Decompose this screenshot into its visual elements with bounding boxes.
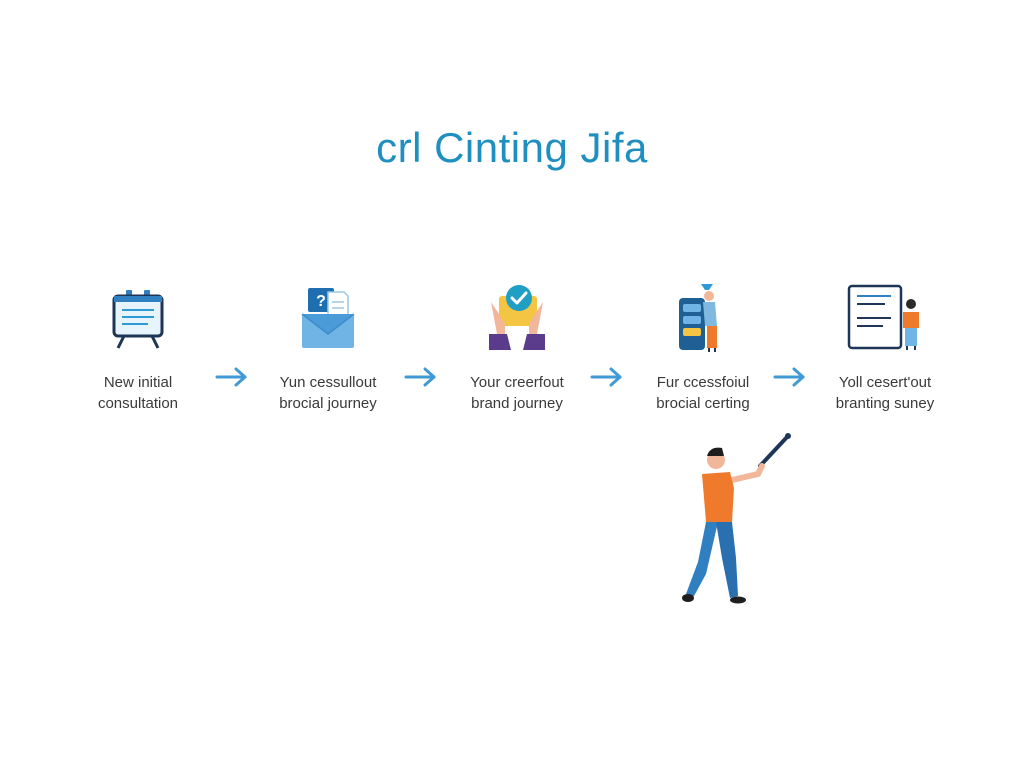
step-2-label: Yun cessullout brocial journey bbox=[258, 372, 398, 414]
step-3-label: Your creerfout brand journey bbox=[447, 372, 587, 414]
step-2-label-line-2: brocial journey bbox=[279, 395, 377, 412]
step-2-label-line-1: Yun cessullout bbox=[279, 374, 377, 391]
step-5-label-line-2: branting suney bbox=[835, 395, 935, 412]
phone-person-icon bbox=[633, 280, 773, 352]
step-4: Fur ccessfoiul brocial certing bbox=[633, 280, 773, 414]
document-person-icon bbox=[815, 280, 955, 352]
step-1-label-line-2: consultation bbox=[97, 395, 179, 412]
arrow-right-icon bbox=[773, 367, 805, 387]
envelope-question-icon: ? bbox=[258, 280, 398, 352]
arrow-right-icon bbox=[215, 367, 247, 387]
step-2: ? Yun cessullout brocial journey bbox=[258, 280, 398, 414]
hands-checkmark-icon bbox=[447, 280, 587, 352]
step-3: Your creerfout brand journey bbox=[447, 280, 587, 414]
person-pointing-illustration bbox=[682, 433, 791, 604]
step-3-label-line-1: Your creerfout bbox=[470, 374, 564, 391]
arrow-right-icon bbox=[404, 367, 436, 387]
step-3-label-line-2: brand journey bbox=[471, 395, 563, 412]
step-4-label: Fur ccessfoiul brocial certing bbox=[633, 372, 773, 414]
step-4-label-line-1: Fur ccessfoiul bbox=[656, 374, 750, 391]
step-4-label-line-2: brocial certing bbox=[656, 395, 750, 412]
diagram-title: crl Cinting Jifa bbox=[376, 124, 648, 171]
step-1: New initial consultation bbox=[68, 280, 208, 414]
step-5-label-line-1: Yoll cesert'out bbox=[838, 374, 932, 391]
step-5: Yoll cesert'out branting suney bbox=[815, 280, 955, 414]
step-5-label: Yoll cesert'out branting suney bbox=[815, 372, 955, 414]
step-1-label-line-1: New initial bbox=[103, 374, 173, 391]
svg-text:?: ? bbox=[316, 293, 326, 310]
step-1-label: New initial consultation bbox=[68, 372, 208, 414]
consultation-board-icon bbox=[68, 280, 208, 352]
arrow-right-icon bbox=[590, 367, 622, 387]
